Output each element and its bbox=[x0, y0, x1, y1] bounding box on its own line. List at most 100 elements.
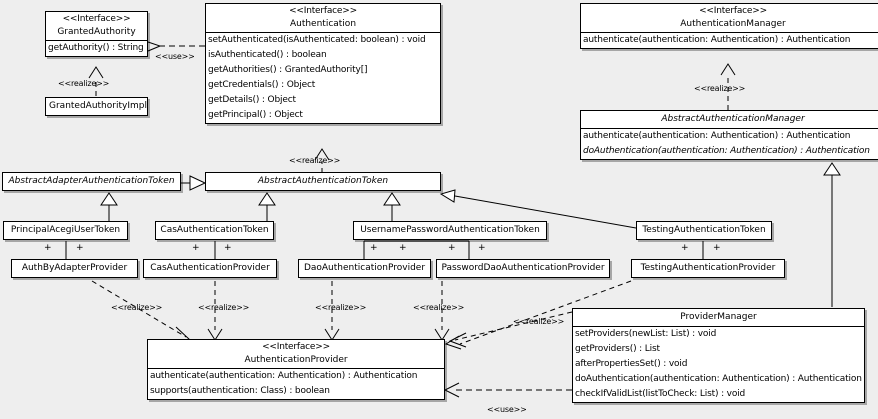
association-plus-mark: + bbox=[681, 243, 689, 253]
class-header: ProviderManager bbox=[573, 309, 864, 326]
member-list: authenticate(authentication: Authenticat… bbox=[581, 32, 878, 48]
stereotype-label: <<Interface>> bbox=[699, 6, 767, 16]
class-name: DaoAuthenticationProvider bbox=[303, 263, 426, 273]
class-testing-authentication-token[interactable]: TestingAuthenticationToken bbox=[636, 221, 772, 240]
class-name: AuthByAdapterProvider bbox=[21, 263, 128, 273]
member-item: getAuthority() : String bbox=[48, 43, 144, 53]
class-authentication[interactable]: <<Interface>> Authentication setAuthenti… bbox=[205, 3, 441, 124]
class-auth-by-adapter-provider[interactable]: AuthByAdapterProvider bbox=[11, 259, 138, 278]
member-item: getProviders() : List bbox=[575, 344, 660, 354]
class-header: AbstractAdapterAuthenticationToken bbox=[3, 173, 180, 190]
class-header: PasswordDaoAuthenticationProvider bbox=[437, 260, 609, 277]
member-item: isAuthenticated() : boolean bbox=[208, 50, 327, 60]
edge-label-realize-provider-manager: <<realize>> bbox=[513, 317, 565, 326]
class-name: TestingAuthenticationToken bbox=[642, 225, 766, 235]
member-item: authenticate(authentication: Authenticat… bbox=[583, 35, 851, 45]
class-name: AuthenticationProvider bbox=[244, 355, 348, 365]
class-header: PrincipalAcegiUserToken bbox=[4, 222, 127, 239]
class-granted-authority-impl[interactable]: GrantedAuthorityImpl bbox=[45, 97, 148, 116]
class-header: <<Interface>> AuthenticationManager bbox=[581, 4, 878, 32]
class-name: AbstractAuthenticationManager bbox=[661, 114, 805, 124]
edge-label-realize-granted-authority-impl: <<realize>> bbox=[58, 79, 110, 88]
class-principal-acegi-user-token[interactable]: PrincipalAcegiUserToken bbox=[3, 221, 128, 240]
class-header: CasAuthenticationToken bbox=[156, 222, 273, 239]
class-name: GrantedAuthorityImpl bbox=[49, 101, 147, 111]
member-item: authenticate(authentication: Authenticat… bbox=[583, 131, 851, 141]
association-plus-mark: + bbox=[224, 243, 232, 253]
class-password-dao-authentication-provider[interactable]: PasswordDaoAuthenticationProvider bbox=[436, 259, 610, 278]
class-header: UsernamePasswordAuthenticationToken bbox=[354, 222, 546, 239]
class-name: AuthenticationManager bbox=[680, 19, 786, 29]
class-header: <<Interface>> GrantedAuthority bbox=[46, 12, 147, 40]
member-item: supports(authentication: Class) : boolea… bbox=[150, 386, 330, 396]
class-header: CasAuthenticationProvider bbox=[144, 260, 276, 277]
member-list: authenticate(authentication: Authenticat… bbox=[148, 368, 444, 399]
member-item: afterPropertiesSet() : void bbox=[575, 359, 688, 369]
member-item: doAuthentication(authentication: Authent… bbox=[583, 146, 870, 156]
class-header: AbstractAuthenticationManager bbox=[581, 111, 878, 128]
association-plus-mark: + bbox=[44, 243, 52, 253]
class-name: ProviderManager bbox=[680, 312, 757, 322]
class-username-password-authentication-token[interactable]: UsernamePasswordAuthenticationToken bbox=[353, 221, 547, 240]
class-granted-authority[interactable]: <<Interface>> GrantedAuthority getAuthor… bbox=[45, 11, 148, 57]
class-authentication-manager[interactable]: <<Interface>> AuthenticationManager auth… bbox=[580, 3, 878, 49]
class-name: PrincipalAcegiUserToken bbox=[10, 225, 121, 235]
class-authentication-provider[interactable]: <<Interface>> AuthenticationProvider aut… bbox=[147, 339, 445, 400]
member-item: getPrincipal() : Object bbox=[208, 110, 303, 120]
member-list: getAuthority() : String bbox=[46, 40, 147, 56]
association-plus-mark: + bbox=[192, 243, 200, 253]
member-item: checkIfValidList(listToCheck: List) : vo… bbox=[575, 389, 746, 399]
association-plus-mark: + bbox=[448, 243, 456, 253]
class-provider-manager[interactable]: ProviderManager setProviders(newList: Li… bbox=[572, 308, 865, 403]
class-abstract-authentication-token[interactable]: AbstractAuthenticationToken bbox=[205, 172, 441, 191]
class-name: GrantedAuthority bbox=[57, 27, 136, 37]
class-name: TestingAuthenticationProvider bbox=[640, 263, 776, 273]
member-list: authenticate(authentication: Authenticat… bbox=[581, 128, 878, 159]
association-plus-mark: + bbox=[370, 243, 378, 253]
class-header: DaoAuthenticationProvider bbox=[299, 260, 430, 277]
class-header: GrantedAuthorityImpl bbox=[46, 98, 147, 115]
member-item: doAuthentication(authentication: Authent… bbox=[575, 374, 862, 384]
edge-label-realize-abstract-authentication-manager: <<realize>> bbox=[694, 84, 746, 93]
class-name: CasAuthenticationProvider bbox=[150, 263, 270, 273]
member-item: authenticate(authentication: Authenticat… bbox=[150, 371, 418, 381]
association-plus-mark: + bbox=[399, 243, 407, 253]
stereotype-label: <<Interface>> bbox=[262, 342, 330, 352]
class-header: <<Interface>> Authentication bbox=[206, 4, 440, 32]
edge-label-realize-abstract-authentication-token: <<realize>> bbox=[289, 156, 341, 165]
class-name: AbstractAdapterAuthenticationToken bbox=[8, 176, 175, 186]
edge-label-realize-auth-by-adapter: <<realize>> bbox=[111, 303, 163, 312]
class-testing-authentication-provider[interactable]: TestingAuthenticationProvider bbox=[631, 259, 785, 278]
class-header: TestingAuthenticationProvider bbox=[632, 260, 784, 277]
class-name: CasAuthenticationToken bbox=[160, 225, 269, 235]
class-name: Authentication bbox=[289, 19, 357, 29]
class-name: UsernamePasswordAuthenticationToken bbox=[360, 225, 540, 235]
association-plus-mark: + bbox=[713, 243, 721, 253]
edge-label-use-provider-manager: <<use>> bbox=[487, 405, 527, 414]
member-item: getCredentials() : Object bbox=[208, 80, 316, 90]
class-cas-authentication-provider[interactable]: CasAuthenticationProvider bbox=[143, 259, 277, 278]
stereotype-label: <<Interface>> bbox=[289, 6, 357, 16]
member-item: setAuthenticated(isAuthenticated: boolea… bbox=[208, 35, 426, 45]
class-name: AbstractAuthenticationToken bbox=[257, 176, 389, 186]
stereotype-label: <<Interface>> bbox=[62, 14, 131, 24]
member-list: setProviders(newList: List) : void getPr… bbox=[573, 326, 864, 402]
edge-label-use-granted-authority: <<use>> bbox=[155, 52, 195, 61]
class-header: <<Interface>> AuthenticationProvider bbox=[148, 340, 444, 368]
class-header: TestingAuthenticationToken bbox=[637, 222, 771, 239]
class-header: AbstractAuthenticationToken bbox=[206, 173, 440, 190]
class-abstract-adapter-authentication-token[interactable]: AbstractAdapterAuthenticationToken bbox=[2, 172, 181, 191]
class-header: AuthByAdapterProvider bbox=[12, 260, 137, 277]
edge-label-realize-password-dao: <<realize>> bbox=[413, 303, 465, 312]
class-dao-authentication-provider[interactable]: DaoAuthenticationProvider bbox=[298, 259, 431, 278]
class-cas-authentication-token[interactable]: CasAuthenticationToken bbox=[155, 221, 274, 240]
member-list: setAuthenticated(isAuthenticated: boolea… bbox=[206, 32, 440, 123]
association-plus-mark: + bbox=[76, 243, 84, 253]
member-item: getDetails() : Object bbox=[208, 95, 296, 105]
class-name: PasswordDaoAuthenticationProvider bbox=[441, 263, 605, 273]
member-item: setProviders(newList: List) : void bbox=[575, 329, 717, 339]
class-abstract-authentication-manager[interactable]: AbstractAuthenticationManager authentica… bbox=[580, 110, 878, 160]
member-item: getAuthorities() : GrantedAuthority[] bbox=[208, 65, 368, 75]
edge-label-realize-cas: <<realize>> bbox=[198, 303, 250, 312]
